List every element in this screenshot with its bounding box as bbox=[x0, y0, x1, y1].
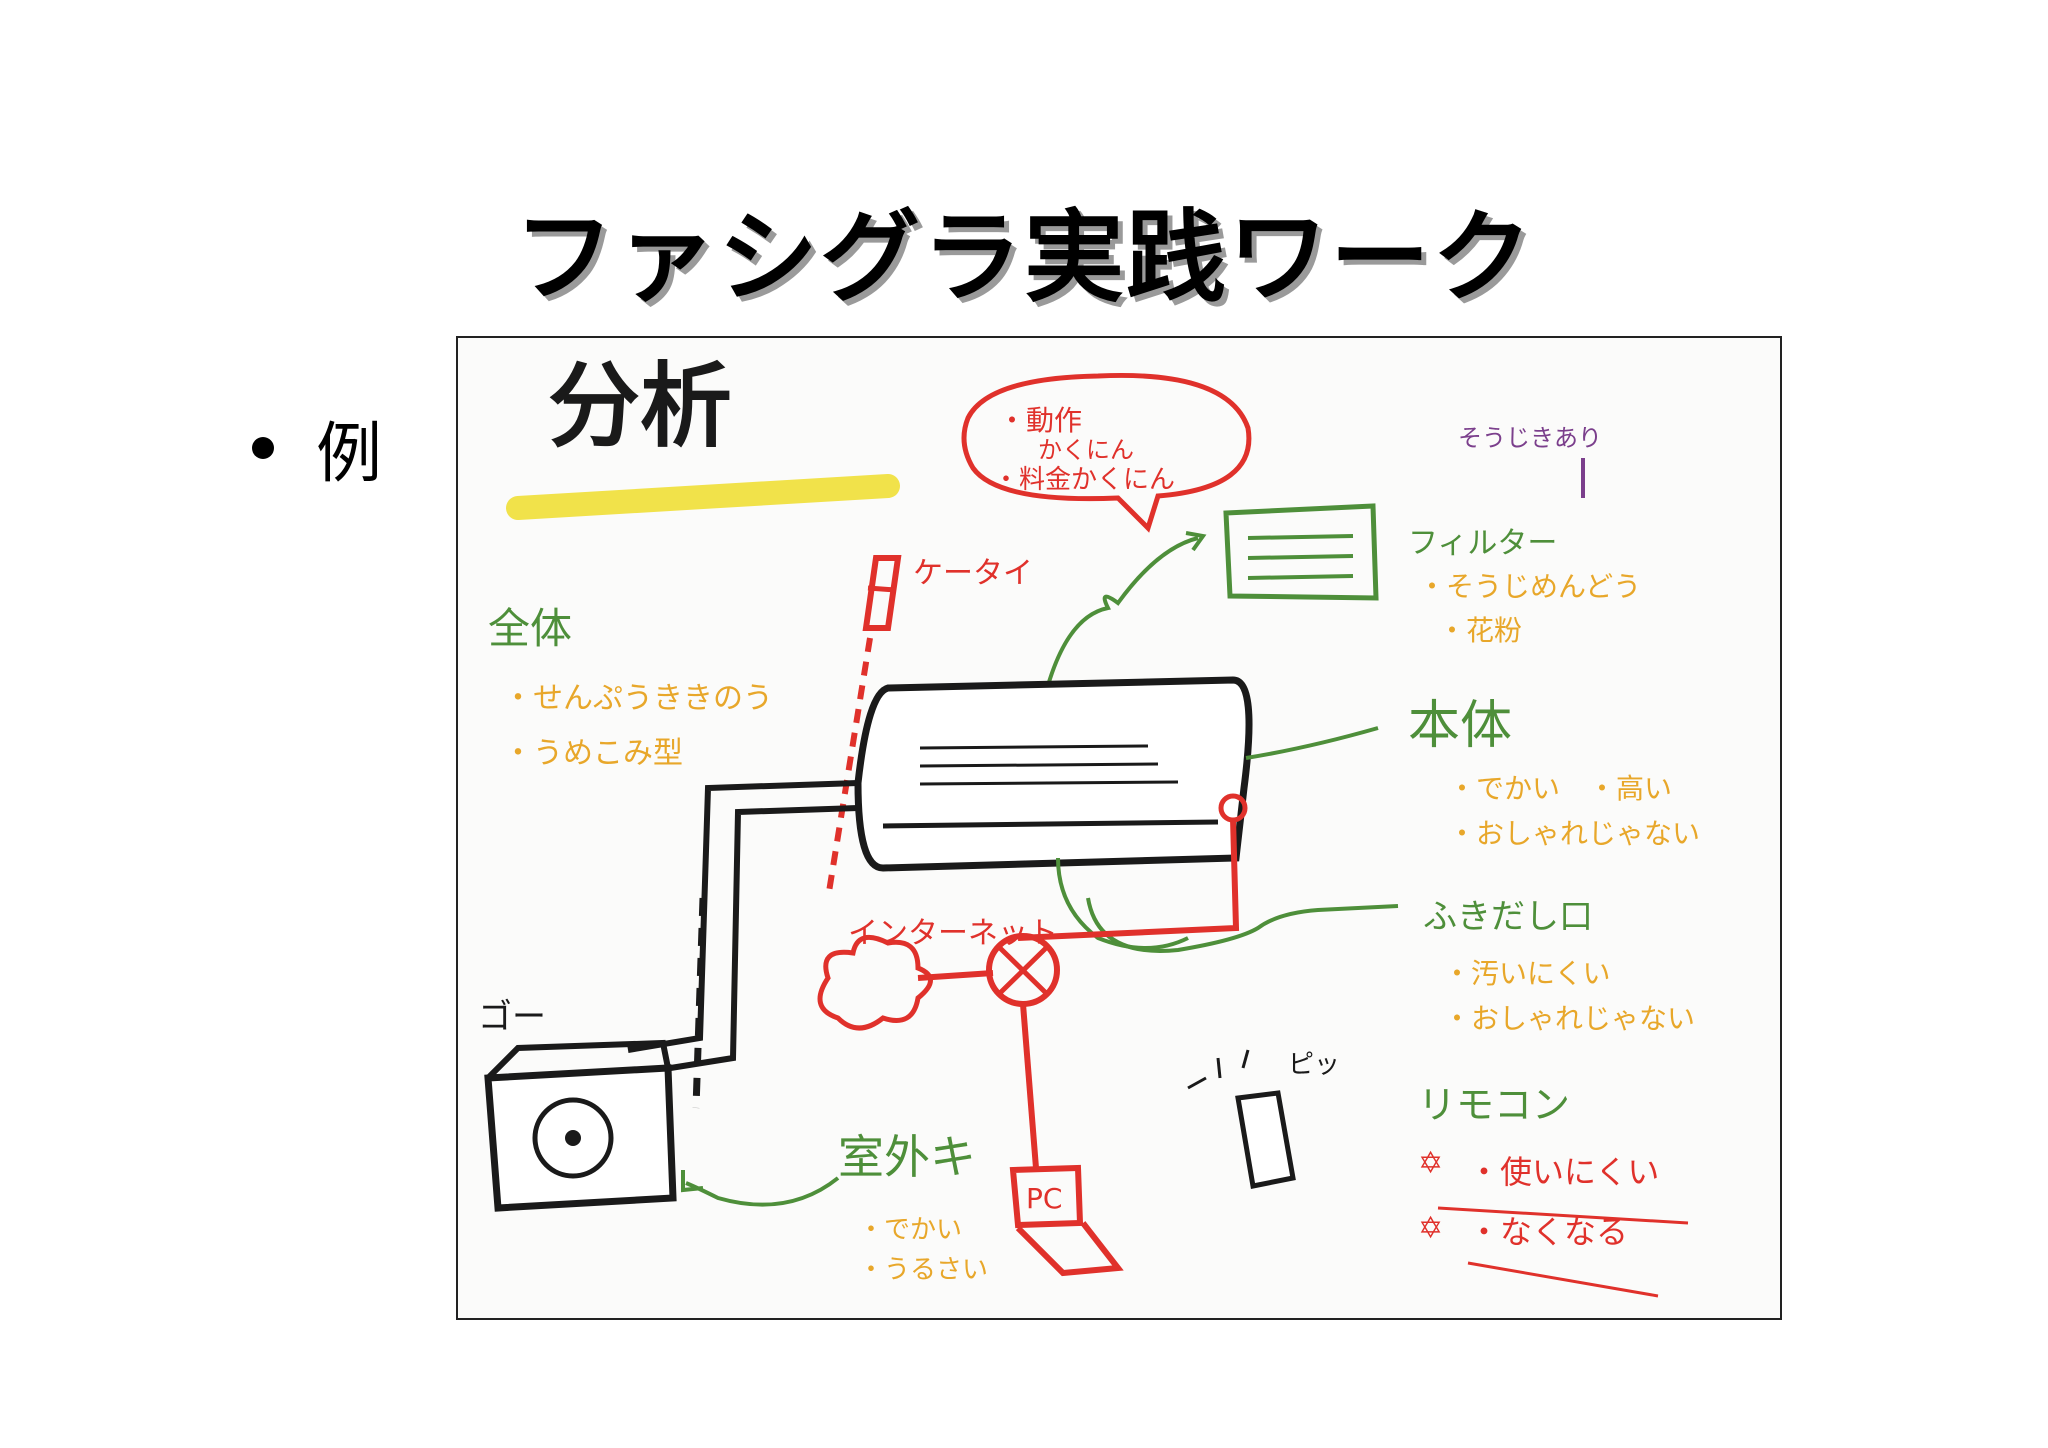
whole-item-1: ・せんぷうききのう bbox=[503, 681, 773, 716]
aircon-icon bbox=[854, 676, 1253, 872]
bubble-line-1: ・動作 bbox=[998, 404, 1082, 437]
outlet-label: ふきだし口 bbox=[1423, 897, 1593, 937]
keitai-label: ケータイ bbox=[913, 556, 1033, 591]
outdoor-item-2: ・うるさい bbox=[858, 1255, 988, 1285]
filter-item-1: ・そうじめんどう bbox=[1418, 570, 1641, 603]
star-icon: ✡ bbox=[1418, 1211, 1443, 1246]
remote-icon bbox=[1235, 1090, 1296, 1189]
pip-label: ピッ bbox=[1288, 1050, 1340, 1080]
heading-highlight bbox=[506, 474, 900, 520]
bullet-text: 例 bbox=[316, 415, 382, 492]
cleaning-label: そうじきあり bbox=[1458, 424, 1602, 452]
star-icon: ✡ bbox=[1418, 1146, 1443, 1181]
outlet-item-1: ・汚いにくい bbox=[1443, 957, 1610, 990]
body-item-1: ・でかい ・高い bbox=[1448, 772, 1672, 805]
pc-icon bbox=[1009, 1164, 1084, 1229]
bullet-dot-icon bbox=[252, 437, 274, 459]
body-label: 本体 bbox=[1408, 696, 1512, 756]
bullet-item: 例 bbox=[252, 400, 382, 496]
remote-label: リモコン bbox=[1418, 1083, 1570, 1127]
whole-label: 全体 bbox=[488, 604, 572, 653]
bubble-line-3: ・料金かくにん bbox=[993, 465, 1175, 495]
outdoor-label: 室外キ bbox=[838, 1130, 976, 1184]
bubble-line-2: かくにん bbox=[1038, 436, 1134, 464]
sketch-image: 分析 ・動作 かくにん ・料金かくにん ケータイ そうじきあり フィルター ・そ… bbox=[456, 336, 1782, 1320]
remote-item-2: ・なくなる bbox=[1468, 1213, 1628, 1251]
pc-label: PC bbox=[1026, 1182, 1062, 1215]
slide-title: ファシグラ実践ワーク bbox=[514, 199, 1534, 316]
go-label: ゴー bbox=[478, 997, 546, 1037]
filter-item-2: ・花粉 bbox=[1438, 614, 1522, 647]
outdoor-item-1: ・でかい bbox=[858, 1215, 962, 1245]
remote-item-1: ・使いにくい bbox=[1468, 1153, 1659, 1191]
outlet-item-2: ・おしゃれじゃない bbox=[1443, 1002, 1695, 1035]
sketch-drawing: 分析 ・動作 かくにん ・料金かくにん ケータイ そうじきあり フィルター ・そ… bbox=[478, 353, 1700, 1298]
body-item-2: ・おしゃれじゃない bbox=[1448, 817, 1700, 850]
filter-icon bbox=[1223, 503, 1379, 601]
keitai-phone-icon bbox=[862, 555, 902, 631]
sketch-heading: 分析 bbox=[548, 353, 732, 460]
speech-bubble bbox=[961, 372, 1252, 533]
cloud-icon bbox=[817, 934, 933, 1031]
filter-label: フィルター bbox=[1408, 526, 1557, 561]
whole-item-2: ・うめこみ型 bbox=[503, 736, 683, 771]
